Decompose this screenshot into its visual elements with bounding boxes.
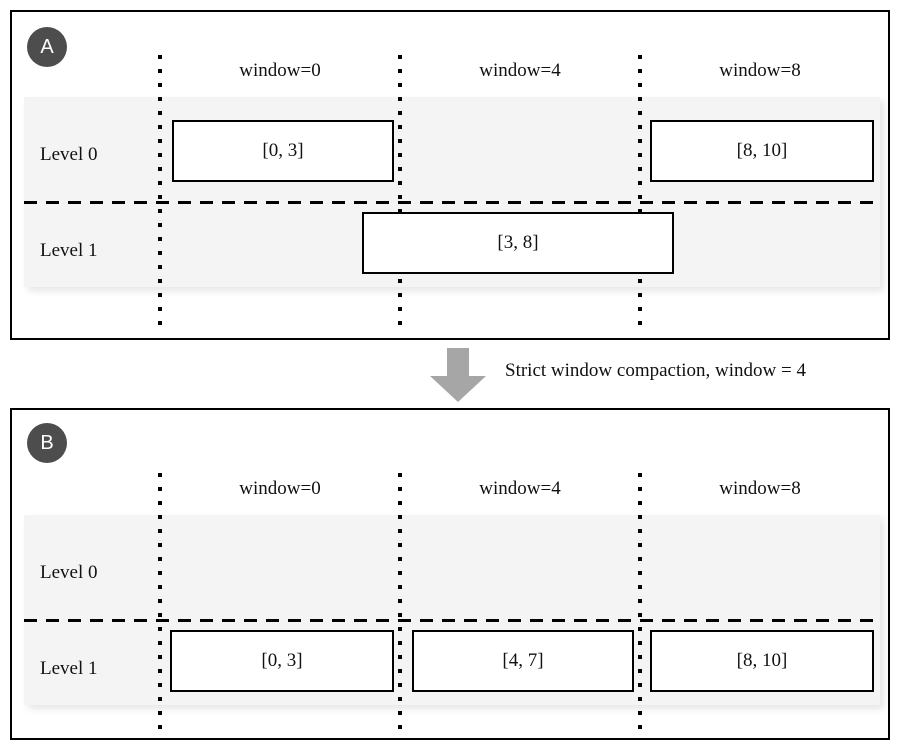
panel-b-sstable-level1-window0[interactable]: [0, 3] bbox=[170, 630, 394, 692]
panel-a-level-label-1: Level 1 bbox=[40, 240, 98, 261]
panel-a-window-header-4: window=4 bbox=[479, 60, 561, 81]
panel-b-level-divider bbox=[24, 619, 880, 622]
panel-b-window-divider-4 bbox=[398, 473, 402, 738]
panel-a-sstable-level0-window0[interactable]: [0, 3] bbox=[172, 120, 394, 182]
panel-b-sstable-level1-window8[interactable]: [8, 10] bbox=[650, 630, 874, 692]
panel-b-window-divider-0 bbox=[158, 473, 162, 738]
panel-b-level-label-1: Level 1 bbox=[40, 658, 98, 679]
transition-label: Strict window compaction, window = 4 bbox=[505, 360, 806, 381]
panel-b-window-header-8: window=8 bbox=[719, 478, 801, 499]
down-arrow-icon bbox=[430, 348, 486, 402]
panel-a-window-header-8: window=8 bbox=[719, 60, 801, 81]
panel-b-window-divider-8 bbox=[638, 473, 642, 738]
panel-a-window-divider-0 bbox=[158, 55, 162, 330]
panel-a-badge: A bbox=[27, 27, 67, 67]
panel-a-sstable-level1-window4[interactable]: [3, 8] bbox=[362, 212, 674, 274]
panel-a-window-divider-8 bbox=[638, 55, 642, 330]
panel-b-level-label-0: Level 0 bbox=[40, 562, 98, 583]
panel-a-window-header-0: window=0 bbox=[239, 60, 321, 81]
transition-row: Strict window compaction, window = 4 bbox=[0, 344, 906, 406]
panel-a-sstable-level0-window8[interactable]: [8, 10] bbox=[650, 120, 874, 182]
panel-b: B window=0 window=4 window=8 Level 0 Lev… bbox=[10, 408, 890, 740]
panel-b-sstable-level1-window4[interactable]: [4, 7] bbox=[412, 630, 634, 692]
panel-a-level-divider bbox=[24, 201, 880, 204]
panel-b-window-header-4: window=4 bbox=[479, 478, 561, 499]
panel-b-window-header-0: window=0 bbox=[239, 478, 321, 499]
panel-a: A window=0 window=4 window=8 Level 0 Lev… bbox=[10, 10, 890, 340]
panel-a-level-label-0: Level 0 bbox=[40, 144, 98, 165]
panel-b-badge: B bbox=[27, 423, 67, 463]
panel-a-window-divider-4 bbox=[398, 55, 402, 330]
